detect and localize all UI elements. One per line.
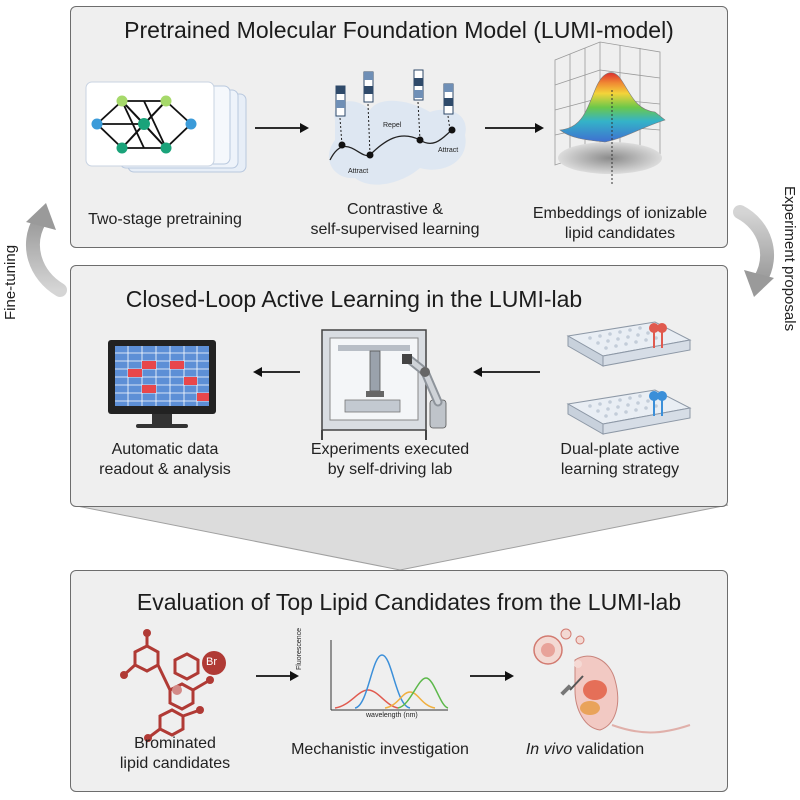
surface-plot-floor bbox=[558, 142, 662, 174]
spectrum-curve-red bbox=[334, 689, 399, 709]
caption-dualplate-line1: Dual-plate active bbox=[560, 441, 680, 458]
self-driving-lab-icon bbox=[321, 329, 447, 440]
caption-readout-line2: readout & analysis bbox=[99, 461, 231, 478]
neural-network-nodes bbox=[91, 95, 197, 154]
caption-readout-line1: Automatic data bbox=[111, 441, 219, 458]
token-dashed-lines bbox=[339, 101, 451, 156]
bromine-label: Br bbox=[206, 656, 217, 668]
heatmap-highlight-cells bbox=[128, 361, 209, 401]
token-bar-4 bbox=[443, 83, 454, 115]
token-bar-1 bbox=[335, 85, 346, 117]
spectrum-curve-orange bbox=[384, 691, 436, 709]
caption-embeddings-line2: lipid candidates bbox=[564, 225, 676, 242]
caption-invivo-italic: In vivo bbox=[525, 741, 573, 758]
caption-experiments-line2: by self-driving lab bbox=[327, 461, 453, 478]
caption-invivo-rest: validation bbox=[572, 741, 645, 758]
caption-mechanistic: Mechanistic investigation bbox=[291, 741, 469, 758]
mouse-illustration bbox=[533, 628, 691, 734]
caption-invivo: In vivo validation bbox=[510, 740, 660, 760]
caption-brominated-line1: Brominated bbox=[134, 735, 216, 752]
panel-title-evaluation: Evaluation of Top Lipid Candidates from … bbox=[136, 589, 682, 615]
side-label-fine-tuning: Fine-tuning bbox=[2, 244, 19, 320]
fine-tuning-arrow bbox=[25, 203, 67, 297]
monitor-icon bbox=[108, 340, 216, 428]
panel-title-foundation-model: Pretrained Molecular Foundation Model (L… bbox=[124, 17, 674, 43]
panel-title-active-learning: Closed-Loop Active Learning in the LUMI-… bbox=[125, 286, 583, 312]
lnp-particle-small bbox=[560, 628, 572, 640]
contrastive-blob bbox=[328, 100, 466, 185]
caption-brominated-line2: lipid candidates bbox=[119, 755, 231, 772]
caption-experiments-line1: Experiments executed bbox=[310, 441, 470, 458]
token-bar-2 bbox=[363, 71, 374, 103]
lipid-red-icon bbox=[649, 323, 667, 348]
experiment-proposals-arrow bbox=[733, 205, 775, 297]
label-attract-2: Attract bbox=[438, 147, 459, 154]
token-bar-3 bbox=[413, 69, 424, 101]
bromine-atom bbox=[202, 651, 226, 675]
caption-contrastive-line2: self-supervised learning bbox=[310, 221, 480, 238]
caption-contrastive-line1: Contrastive & bbox=[346, 201, 444, 218]
caption-dualplate-line2: learning strategy bbox=[560, 461, 680, 478]
caption-pretraining: Two-stage pretraining bbox=[88, 211, 242, 228]
panel-evaluation: Evaluation of Top Lipid Candidates from … bbox=[70, 570, 728, 792]
spectrum-xlabel: wavelength (nm) bbox=[366, 712, 418, 719]
label-attract-1: Attract bbox=[348, 168, 369, 175]
contrastive-curve bbox=[329, 129, 453, 161]
robot-arm-icon bbox=[402, 354, 447, 429]
spectrum-chart bbox=[330, 640, 449, 711]
molecule-atoms bbox=[120, 629, 214, 742]
caption-embeddings-line1: Embeddings of ionizable bbox=[532, 205, 708, 222]
spectrum-curve-green bbox=[397, 677, 449, 709]
spectrum-curve-blue bbox=[354, 654, 411, 709]
lipid-blue-icon bbox=[649, 391, 667, 416]
contrastive-points bbox=[338, 126, 456, 159]
molecule-blob-small bbox=[172, 685, 182, 695]
side-label-experiment-proposals: Experiment proposals bbox=[781, 186, 798, 332]
label-repel: Repel bbox=[383, 122, 402, 129]
